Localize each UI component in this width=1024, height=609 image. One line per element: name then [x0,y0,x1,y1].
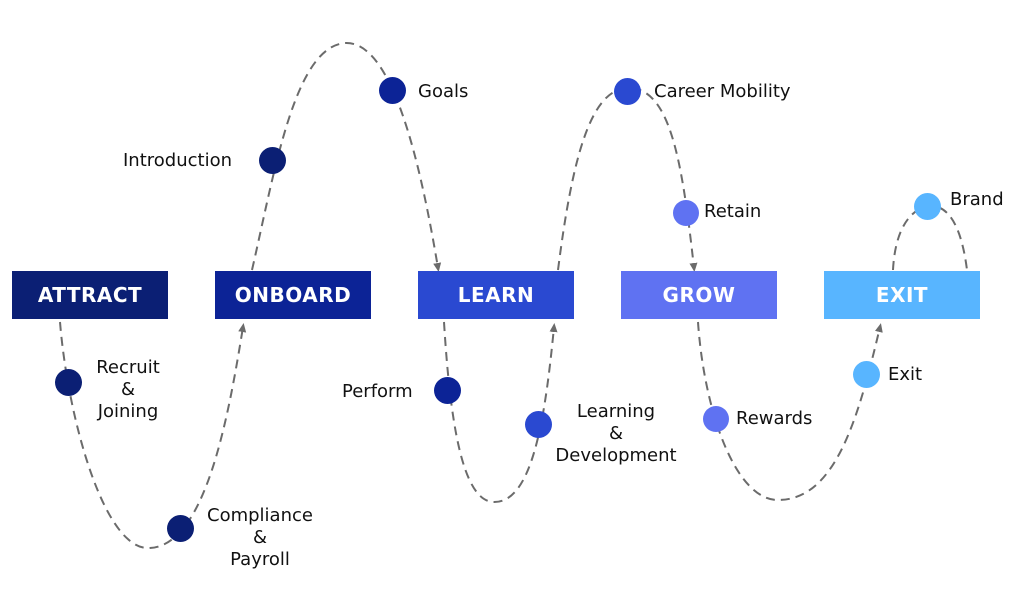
stage-attract-label: ATTRACT [37,283,143,307]
step-introduction-label: Introduction [123,150,233,171]
node-exit [853,361,880,388]
step-exit-label: Exit [888,364,923,385]
step-learning-label: Learning & Development [546,401,686,467]
node-perform [434,377,461,404]
step-recruit-line1: Recruit [96,357,160,378]
stage-grow: GROW [621,271,777,319]
stage-attract: ATTRACT [12,271,168,319]
node-career-mobility [614,78,641,105]
step-career-mobility-label: Career Mobility [654,81,791,102]
step-brand-label: Brand [950,189,1004,210]
step-recruit-line3: Joining [97,401,159,422]
step-retain-label: Retain [704,201,762,222]
stage-learn-label: LEARN [457,283,535,307]
step-learning-line2: & [608,423,624,444]
step-rewards-label: Rewards [736,408,813,429]
step-compliance-line3: Payroll [230,549,290,570]
step-recruit-line2: & [120,379,136,400]
step-compliance-line2: & [252,527,268,548]
step-learning-line3: Development [555,445,677,466]
journey-path-learn-grow [557,86,698,272]
stage-grow-label: GROW [662,283,736,307]
step-compliance-line1: Compliance [207,505,313,526]
journey-path-attract-onboard [59,321,247,550]
step-recruit-label: Recruit & Joining [88,357,168,423]
node-compliance [167,515,194,542]
stage-exit-label: EXIT [875,283,929,307]
node-brand [914,193,941,220]
step-perform-label: Perform [342,381,413,402]
stage-onboard: ONBOARD [215,271,371,319]
node-learning [525,411,552,438]
stage-learn: LEARN [418,271,574,319]
journey-path-learn-down [443,321,558,504]
stage-onboard-label: ONBOARD [234,283,352,307]
step-learning-line1: Learning [576,401,656,422]
node-retain [673,200,699,226]
step-goals-label: Goals [418,81,469,102]
journey-path-grow-exit [697,321,883,502]
node-goals [379,77,406,104]
step-compliance-label: Compliance & Payroll [198,505,322,571]
node-introduction [259,147,286,174]
stage-exit: EXIT [824,271,980,319]
journey-path-onboard-learn [251,41,442,272]
node-recruit [55,369,82,396]
node-rewards [703,406,729,432]
